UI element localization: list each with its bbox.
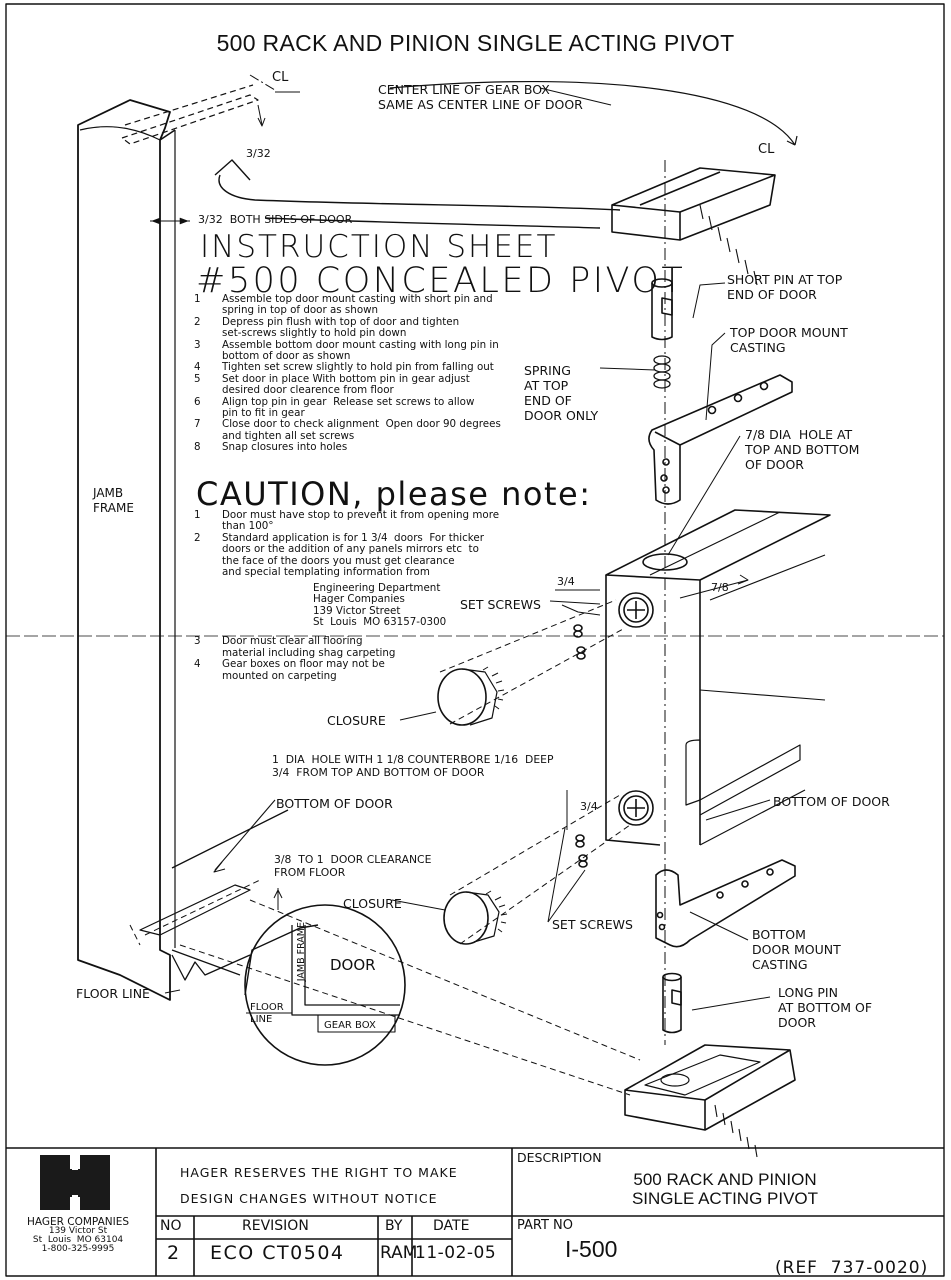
- set-screws-top-label: SET SCREWS: [460, 597, 541, 612]
- top-hole-fitting: [618, 592, 654, 628]
- bottom-hole-fitting: [618, 790, 654, 826]
- spring-label: SPRING AT TOP END OF DOOR ONLY: [524, 363, 599, 423]
- company-name: HAGER COMPANIES: [26, 1216, 130, 1228]
- floor-recess: [139, 884, 251, 936]
- col-by: BY: [385, 1218, 403, 1234]
- set-screws-bottom-label: SET SCREWS: [552, 917, 633, 932]
- hole-78-label: 7/8 DIA HOLE AT TOP AND BOTTOM OF DOOR: [745, 427, 860, 472]
- instruction-subheading: #500 CONCEALED PIVOT: [196, 261, 686, 301]
- part-no-label: PART NO: [517, 1218, 574, 1233]
- bottom-mount-label: BOTTOM DOOR MOUNT CASTING: [752, 927, 841, 972]
- closure-top-label: CLOSURE: [327, 713, 386, 728]
- top-mount-label: TOP DOOR MOUNT CASTING: [730, 325, 848, 355]
- company-phone: 1-800-325-9995: [41, 1244, 115, 1254]
- company-street: 139 Victor St: [48, 1226, 108, 1236]
- detail-door-label: DOOR: [330, 956, 376, 974]
- dim-34-top: 3/4: [557, 575, 575, 588]
- top-gear-box: [611, 167, 776, 286]
- cl-mark-right: CL: [758, 142, 775, 157]
- description-label: DESCRIPTION: [517, 1150, 602, 1165]
- top-mount-casting: [648, 374, 793, 505]
- centerline-label: CENTER LINE OF GEAR BOX SAME AS CENTER L…: [378, 82, 583, 112]
- top-mortise: [121, 94, 259, 145]
- door-edge-block: [605, 509, 831, 846]
- detail-floor-label: FLOOR LINE: [250, 1002, 284, 1025]
- revised-by: RAM: [380, 1243, 418, 1263]
- company-city: St Louis MO 63104: [32, 1235, 124, 1245]
- detail-circle: [244, 904, 406, 1066]
- bottom-mount-casting: [655, 859, 796, 948]
- top-closure: [437, 666, 505, 726]
- sweep-arrow: [218, 174, 621, 211]
- design-notice: HAGER RESERVES THE RIGHT TO MAKE DESIGN …: [180, 1165, 458, 1206]
- revision-number: 2: [167, 1242, 180, 1264]
- drawing-title: 500 RACK AND PINION SINGLE ACTING PIVOT: [216, 30, 735, 56]
- revision-value: ECO CT0504: [210, 1242, 345, 1264]
- col-no: NO: [160, 1218, 182, 1234]
- jamb-frame-label: JAMB FRAME: [93, 486, 134, 515]
- cl-mark-top: CL: [272, 70, 289, 85]
- dim-top-label: 3/32: [246, 147, 271, 160]
- spring: [653, 355, 671, 389]
- long-pin: [662, 972, 682, 1034]
- short-pin: [651, 278, 673, 341]
- detail-jamb-label: JAMB FRAME: [296, 922, 307, 982]
- closure-bottom-label: CLOSURE: [343, 896, 402, 911]
- hager-logo: [40, 1155, 110, 1210]
- engineering-address: Engineering Department Hager Companies 1…: [313, 582, 447, 629]
- dim-34-bottom: 3/4: [580, 800, 598, 813]
- clearance-label: 3/8 TO 1 DOOR CLEARANCE FROM FLOOR: [274, 853, 432, 879]
- col-date: DATE: [433, 1218, 470, 1234]
- part-no-value: I-500: [565, 1236, 618, 1262]
- bottom-of-door-right: BOTTOM OF DOOR: [773, 794, 890, 809]
- long-pin-label: LONG PIN AT BOTTOM OF DOOR: [778, 985, 873, 1030]
- col-revision: REVISION: [242, 1218, 309, 1234]
- caution-heading: CAUTION, please note:: [196, 475, 592, 513]
- reference-number: (REF 737-0020): [775, 1258, 929, 1278]
- bottom-of-door-left: BOTTOM OF DOOR: [276, 796, 393, 811]
- title-block-frame: [6, 1147, 944, 1276]
- instruction-heading: INSTRUCTION SHEET: [200, 229, 558, 265]
- door-outline: [77, 99, 171, 1001]
- dim-78: 7/8: [711, 581, 729, 594]
- center-line-top: [249, 74, 276, 91]
- drawing-border: [5, 3, 945, 1277]
- top-set-screws: [573, 624, 586, 660]
- detail-gearbox-label: GEAR BOX: [324, 1020, 376, 1031]
- bottom-set-screws: [575, 834, 588, 868]
- bottom-closure: [443, 890, 508, 945]
- bottom-gear-box: [624, 1044, 796, 1158]
- hole-1dia-label: 1 DIA HOLE WITH 1 1/8 COUNTERBORE 1/16 D…: [272, 753, 554, 779]
- title-block: HAGER COMPANIES 139 Victor St St Louis M…: [0, 1148, 951, 1280]
- revision-date: 11-02-05: [415, 1243, 497, 1263]
- floor-line-label: FLOOR LINE: [76, 986, 150, 1001]
- short-pin-label: SHORT PIN AT TOP END OF DOOR: [727, 272, 843, 302]
- dim-sides-label: 3/32 BOTH SIDES OF DOOR: [198, 213, 353, 226]
- description-value: 500 RACK AND PINION SINGLE ACTING PIVOT: [631, 1170, 819, 1208]
